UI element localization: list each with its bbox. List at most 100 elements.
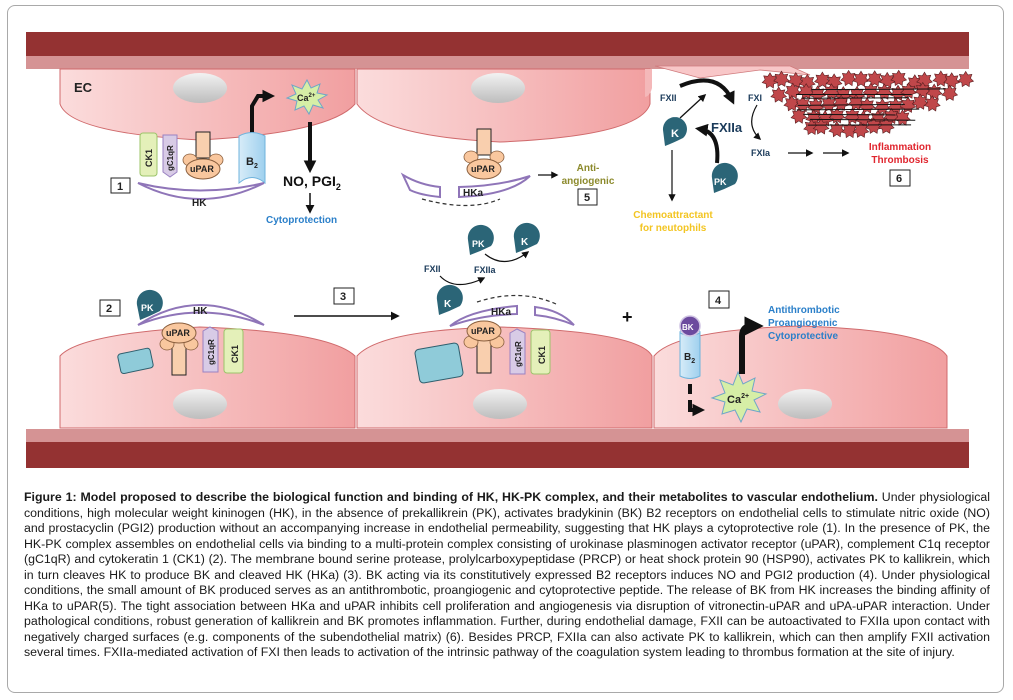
vessel-wall-bottom bbox=[26, 442, 969, 468]
fxi-label: FXI bbox=[748, 93, 762, 103]
thrombus-cell bbox=[761, 72, 779, 89]
thrombus-cell bbox=[941, 84, 959, 101]
arrow-pk-to-k-3 bbox=[484, 251, 530, 263]
hka-label-3: HKa bbox=[491, 307, 511, 318]
bk-released-dashed-5 bbox=[421, 198, 501, 207]
svg-text:K: K bbox=[521, 237, 529, 248]
arrow-calcium-to-outcomes bbox=[739, 316, 764, 374]
prekallikrein-pk-top: PK bbox=[711, 162, 738, 193]
svg-text:B2: B2 bbox=[246, 156, 258, 170]
thrombus-cell bbox=[900, 82, 917, 99]
upar-receptor-5: uPAR bbox=[463, 128, 505, 180]
hka-fragment-right-3 bbox=[534, 305, 575, 326]
hka-fragment-left-3 bbox=[449, 304, 518, 327]
thrombus-cell bbox=[911, 93, 929, 110]
bradykinin-bk: BK bbox=[679, 315, 701, 337]
nucleus-bottom-3 bbox=[778, 389, 832, 419]
svg-text:CK1: CK1 bbox=[537, 346, 547, 364]
thrombus-cell bbox=[828, 120, 846, 138]
svg-text:gC1qR: gC1qR bbox=[166, 145, 175, 171]
calcium-burst-bottom: Ca2+ bbox=[710, 370, 768, 424]
caption-title: Figure 1: Model proposed to describe the… bbox=[24, 490, 878, 504]
upar-receptor-3: uPAR bbox=[463, 320, 505, 374]
fxiia-label-3: FXIIa bbox=[474, 265, 497, 275]
svg-text:6: 6 bbox=[896, 173, 902, 185]
vessel-intima-top bbox=[26, 56, 969, 69]
thrombus-cell bbox=[784, 82, 802, 99]
svg-text:PK: PK bbox=[472, 239, 485, 249]
svg-text:Ca2+: Ca2+ bbox=[727, 393, 749, 406]
svg-text:4: 4 bbox=[715, 295, 722, 307]
hka-fragment-right-5 bbox=[458, 175, 531, 199]
fibrin-strand bbox=[797, 103, 905, 106]
cytoprotection-label: Cytoprotection bbox=[266, 215, 337, 226]
arrow-b2-to-calcium-4 bbox=[688, 384, 700, 410]
gc1qr-receptor-2: gC1qR bbox=[202, 326, 219, 373]
caption-body: Under physiological conditions, high mol… bbox=[24, 490, 990, 660]
svg-text:B2: B2 bbox=[684, 352, 695, 365]
hk-molecule-2 bbox=[137, 304, 265, 326]
svg-text:uPAR: uPAR bbox=[190, 164, 214, 174]
arrow-fxi-to-fxia bbox=[751, 104, 762, 140]
thrombus-cell bbox=[943, 72, 961, 89]
thrombus-cell bbox=[858, 97, 876, 114]
step-2-box: 2 bbox=[99, 299, 121, 317]
svg-text:2: 2 bbox=[106, 303, 112, 315]
svg-text:CK1: CK1 bbox=[144, 149, 154, 167]
prekallikrein-pk-2: PK bbox=[136, 289, 163, 320]
kallikrein-k-3b: K bbox=[436, 284, 463, 315]
ec-label: EC bbox=[74, 80, 93, 95]
thrombus-cell bbox=[783, 95, 801, 112]
step-5-box: 5 bbox=[577, 188, 598, 206]
arrow-fxii-to-fxiia bbox=[679, 78, 735, 105]
thrombus-cell bbox=[923, 95, 941, 112]
fibrin-strand bbox=[803, 113, 896, 116]
kallikrein-k-top: K bbox=[662, 117, 687, 146]
svg-text:K: K bbox=[671, 128, 679, 140]
arrow-pk-to-k bbox=[694, 123, 720, 164]
damaged-intima-flap bbox=[654, 65, 811, 79]
figure-frame bbox=[7, 5, 1004, 693]
thrombus-cell bbox=[840, 69, 857, 87]
plus-sign: + bbox=[622, 307, 633, 327]
kallikrein-k-3a: K bbox=[513, 222, 540, 253]
prekallikrein-pk-3: PK bbox=[467, 224, 494, 255]
thrombus-cell bbox=[874, 98, 891, 115]
thrombus-cell bbox=[812, 118, 830, 135]
svg-text:1: 1 bbox=[117, 181, 123, 193]
svg-text:CK1: CK1 bbox=[230, 345, 240, 363]
vessel-wall-top bbox=[26, 32, 969, 56]
thrombus-cell bbox=[852, 70, 870, 87]
thrombus-cell bbox=[773, 70, 790, 87]
thrombus-cell bbox=[890, 69, 908, 87]
thrombus-cell bbox=[878, 71, 896, 89]
prcp-protease-3 bbox=[414, 342, 464, 384]
nucleus-bottom-2 bbox=[473, 389, 527, 419]
thrombus-cell bbox=[914, 81, 932, 99]
b2-receptor-4: B2 bbox=[679, 328, 701, 379]
upar-receptor-1: uPAR bbox=[182, 131, 224, 180]
thrombus-cell bbox=[790, 107, 808, 124]
step-6-box: 6 bbox=[889, 169, 911, 187]
ck1-receptor-1: CK1 bbox=[139, 132, 158, 177]
endothelial-cell-top-2 bbox=[356, 68, 651, 143]
svg-text:uPAR: uPAR bbox=[471, 326, 495, 336]
thrombus-cell bbox=[877, 117, 895, 134]
thrombus-clot bbox=[761, 69, 975, 139]
step-3-box: 3 bbox=[333, 287, 355, 305]
thrombus-cell bbox=[828, 107, 846, 124]
hk-label-2: HK bbox=[193, 306, 208, 317]
hk-molecule-1 bbox=[137, 182, 265, 200]
figure-caption: Figure 1: Model proposed to describe the… bbox=[24, 490, 990, 661]
gc1qr-receptor-1: gC1qR bbox=[162, 134, 178, 178]
svg-text:Ca2+: Ca2+ bbox=[297, 93, 316, 103]
thrombus-cell bbox=[825, 73, 843, 90]
svg-text:3: 3 bbox=[340, 291, 346, 303]
thrombus-cell bbox=[787, 71, 805, 89]
fxiia-label: FXIIa bbox=[711, 120, 743, 135]
ck1-receptor-2: CK1 bbox=[223, 328, 244, 374]
hka-label-5: HKa bbox=[463, 188, 483, 199]
thrombus-cell bbox=[866, 70, 884, 87]
thrombus-cell bbox=[832, 94, 850, 111]
